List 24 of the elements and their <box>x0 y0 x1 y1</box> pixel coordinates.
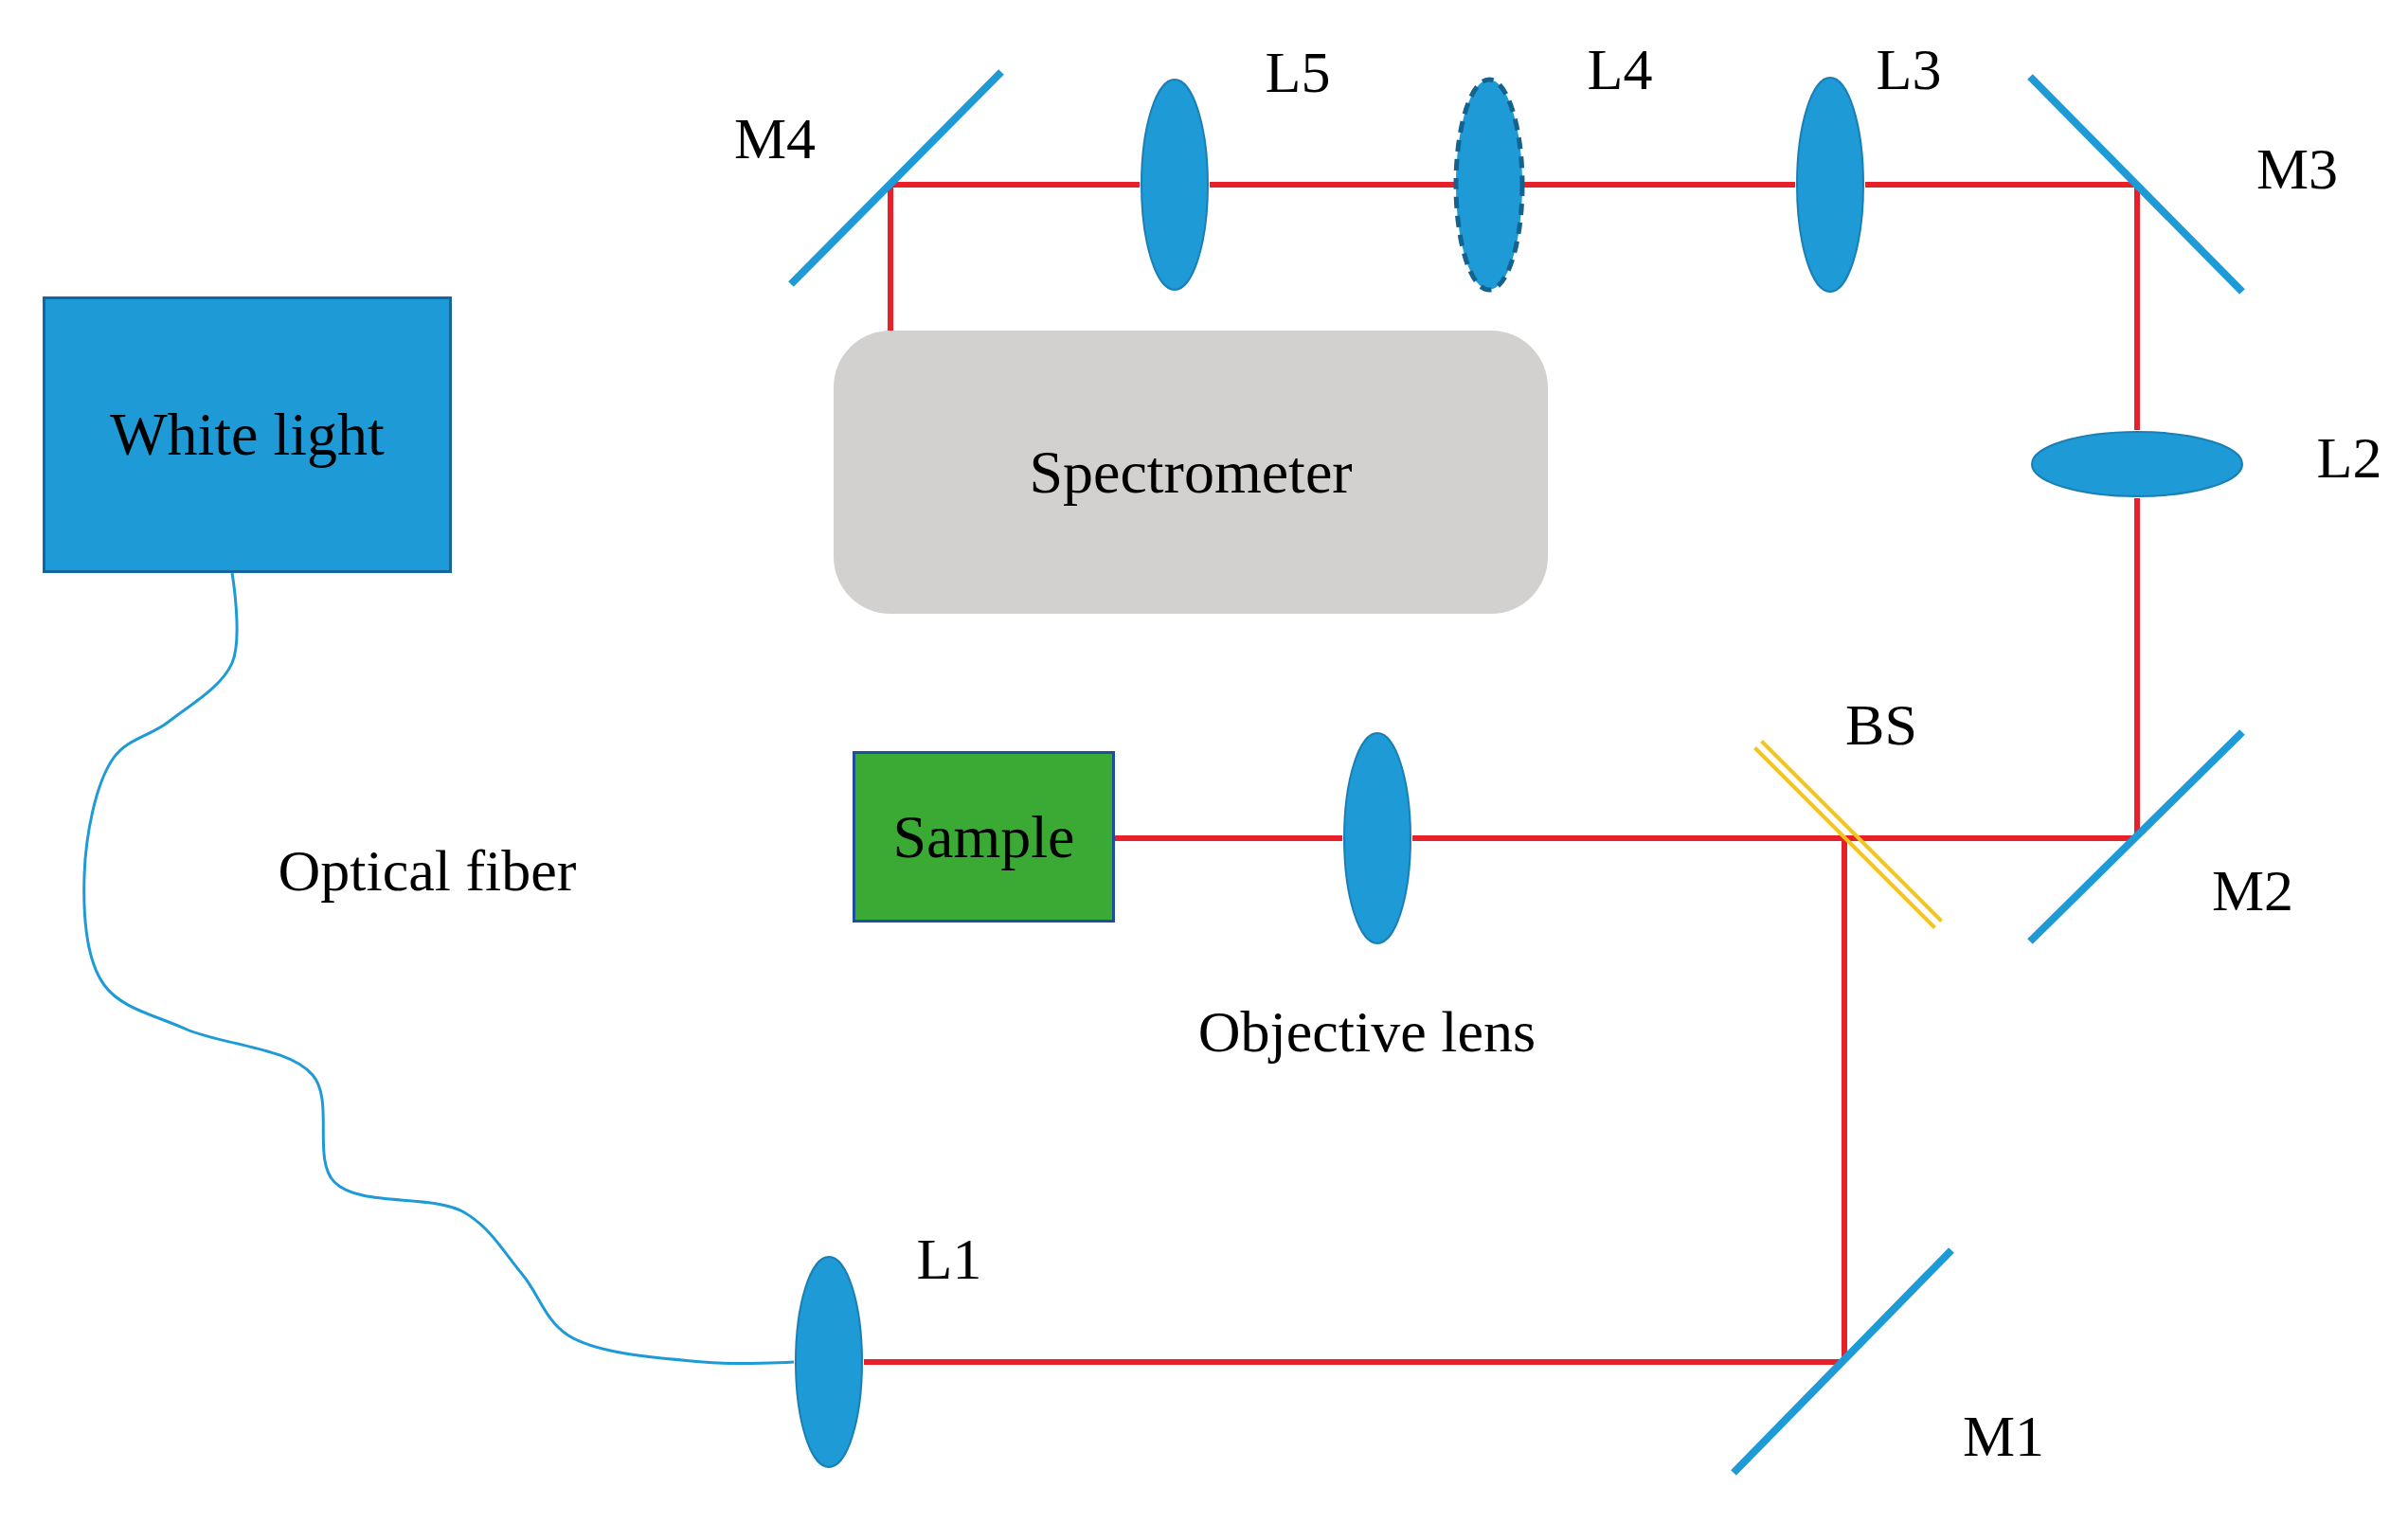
component-label: Objective lens <box>1197 997 1536 1066</box>
light-source-box <box>43 296 452 573</box>
spectrometer-box <box>834 331 1548 614</box>
light-beam <box>1115 835 1342 841</box>
light-beam <box>890 182 1140 188</box>
component-label: BS <box>1845 690 1917 759</box>
component-label: L4 <box>1587 35 1653 103</box>
component-label: M1 <box>1962 1402 2045 1470</box>
component-label: M2 <box>2211 856 2294 924</box>
light-beam <box>1524 182 1795 188</box>
light-beam <box>1210 182 1454 188</box>
sample-box <box>853 751 1115 923</box>
light-beam <box>1412 835 1844 841</box>
box-label: White light <box>110 400 385 470</box>
box-label: Sample <box>892 801 1075 872</box>
component-label: L5 <box>1265 38 1331 106</box>
component-label: M3 <box>2255 134 2339 203</box>
component-label: L3 <box>1876 35 1942 103</box>
component-label: M4 <box>733 104 817 172</box>
box-label: Spectrometer <box>1029 437 1353 508</box>
optical-fiber <box>82 572 795 1365</box>
component-label: L1 <box>916 1225 982 1293</box>
component-label: L2 <box>2316 423 2382 492</box>
light-beam <box>888 185 893 331</box>
